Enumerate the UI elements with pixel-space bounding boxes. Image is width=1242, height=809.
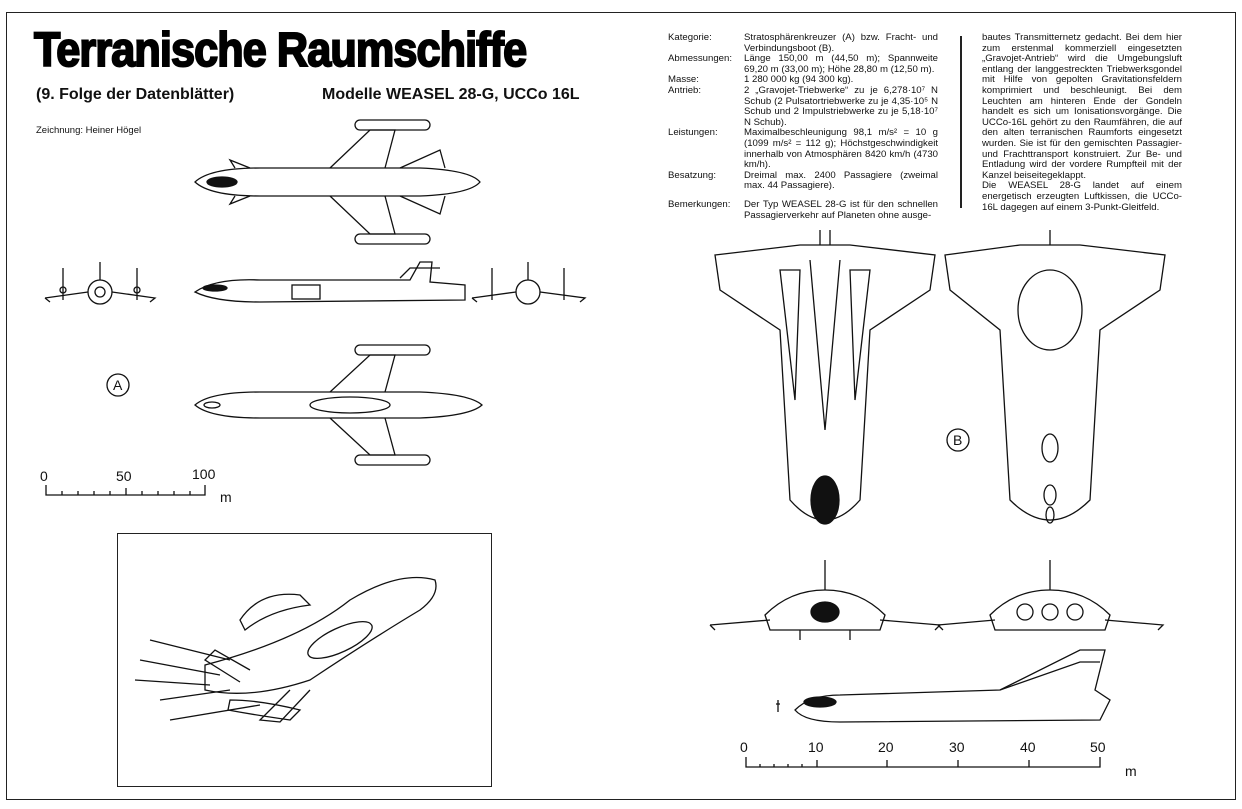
spec-value: Länge 150,00 m (44,50 m); Spannweite 69,… xyxy=(744,53,938,75)
remarks-continued: bautes Transmitternetz gedacht. Bei dem … xyxy=(982,32,1182,213)
spec-value: Dreimal max. 2400 Passagiere (zweimal ma… xyxy=(744,169,938,192)
label-b: B xyxy=(953,432,962,448)
scale-b-tick: 0 xyxy=(740,739,748,755)
spec-row: Leistungen: Maximalbeschleunigung 98,1 m/… xyxy=(668,127,938,171)
drawing-credit: Zeichnung: Heiner Högel xyxy=(36,125,142,136)
spec-value: 1 280 000 kg (94 300 kg). xyxy=(744,74,854,86)
ucco-rear-view xyxy=(937,560,1165,631)
spec-row: Kategorie: Stratosphärenkreuzer (A) bzw. … xyxy=(668,32,938,54)
label-b-circle xyxy=(946,428,970,452)
illustration-box xyxy=(117,533,492,787)
scale-b-tick: 10 xyxy=(808,739,824,755)
spec-label: Leistungen: xyxy=(668,127,718,139)
spec-value: Stratosphärenkreuzer (A) bzw. Fracht- un… xyxy=(744,32,938,54)
page-frame xyxy=(6,12,1236,800)
remarks-final: Die WEASEL 28-G landet auf einem energet… xyxy=(982,180,1182,213)
series-subtitle: (9. Folge der Datenblätter) xyxy=(36,86,235,103)
weasel-bottom-view xyxy=(194,344,483,466)
spec-row: Besatzung: Dreimal max. 2400 Passagiere (… xyxy=(668,169,938,192)
spec-row: Antrieb: 2 „Gravojet-Triebwerke“ zu je 6,… xyxy=(668,84,938,128)
scale-b xyxy=(745,757,1101,768)
spec-table: Kategorie: Stratosphärenkreuzer (A) bzw. … xyxy=(668,32,938,221)
scale-b-tick: 20 xyxy=(878,739,894,755)
ucco-top-view xyxy=(714,230,936,525)
page-title: Terranische Raumschiffe xyxy=(33,23,528,78)
ucco-front-view xyxy=(709,560,942,640)
spec-label: Antrieb: xyxy=(668,84,702,96)
scale-a xyxy=(45,485,206,496)
scale-b-tick: 50 xyxy=(1090,739,1106,755)
spec-value: 2 „Gravojet-Triebwerke“ zu je 6,278·10⁷ … xyxy=(744,84,938,128)
weasel-perspective-illustration xyxy=(134,576,437,723)
ucco-side-view xyxy=(776,649,1111,723)
spec-label: Kategorie: xyxy=(668,32,712,43)
spec-value: Maximalbeschleunigung 98,1 m/s² = 10 g (… xyxy=(744,127,938,171)
label-a: A xyxy=(113,377,123,393)
remarks-text: bautes Transmitternetz gedacht. Bei dem … xyxy=(982,32,1182,181)
scale-a-tick: 50 xyxy=(116,468,132,484)
scale-a-unit: m xyxy=(220,489,232,505)
weasel-top-view xyxy=(194,119,481,245)
spec-label: Besatzung: xyxy=(668,169,717,181)
weasel-front-view xyxy=(44,262,157,305)
spec-label: Masse: xyxy=(668,74,699,86)
scale-a-tick: 100 xyxy=(192,466,216,482)
scale-b-tick: 40 xyxy=(1020,739,1036,755)
spec-label: Bemerkungen: xyxy=(668,198,731,210)
spec-label: Abmessungen: xyxy=(668,53,732,65)
human-figure-scale xyxy=(776,700,780,712)
remarks-row: Bemerkungen: Der Typ WEASEL 28-G ist für … xyxy=(668,198,938,221)
label-a-circle xyxy=(106,373,130,397)
weasel-side-view xyxy=(193,261,466,303)
models-subtitle: Modelle WEASEL 28-G, UCCo 16L xyxy=(322,86,580,103)
column-divider xyxy=(960,36,962,208)
spec-value: Der Typ WEASEL 28-G ist für den schnelle… xyxy=(744,198,938,221)
spec-row: Masse: 1 280 000 kg (94 300 kg). xyxy=(668,75,938,86)
spec-row: Abmessungen: Länge 150,00 m (44,50 m); Sp… xyxy=(668,53,938,75)
scale-b-unit: m xyxy=(1125,763,1137,779)
scale-a-tick: 0 xyxy=(40,468,48,484)
scale-b-tick: 30 xyxy=(949,739,965,755)
weasel-rear-view xyxy=(471,262,587,305)
ucco-bottom-view xyxy=(944,230,1166,524)
